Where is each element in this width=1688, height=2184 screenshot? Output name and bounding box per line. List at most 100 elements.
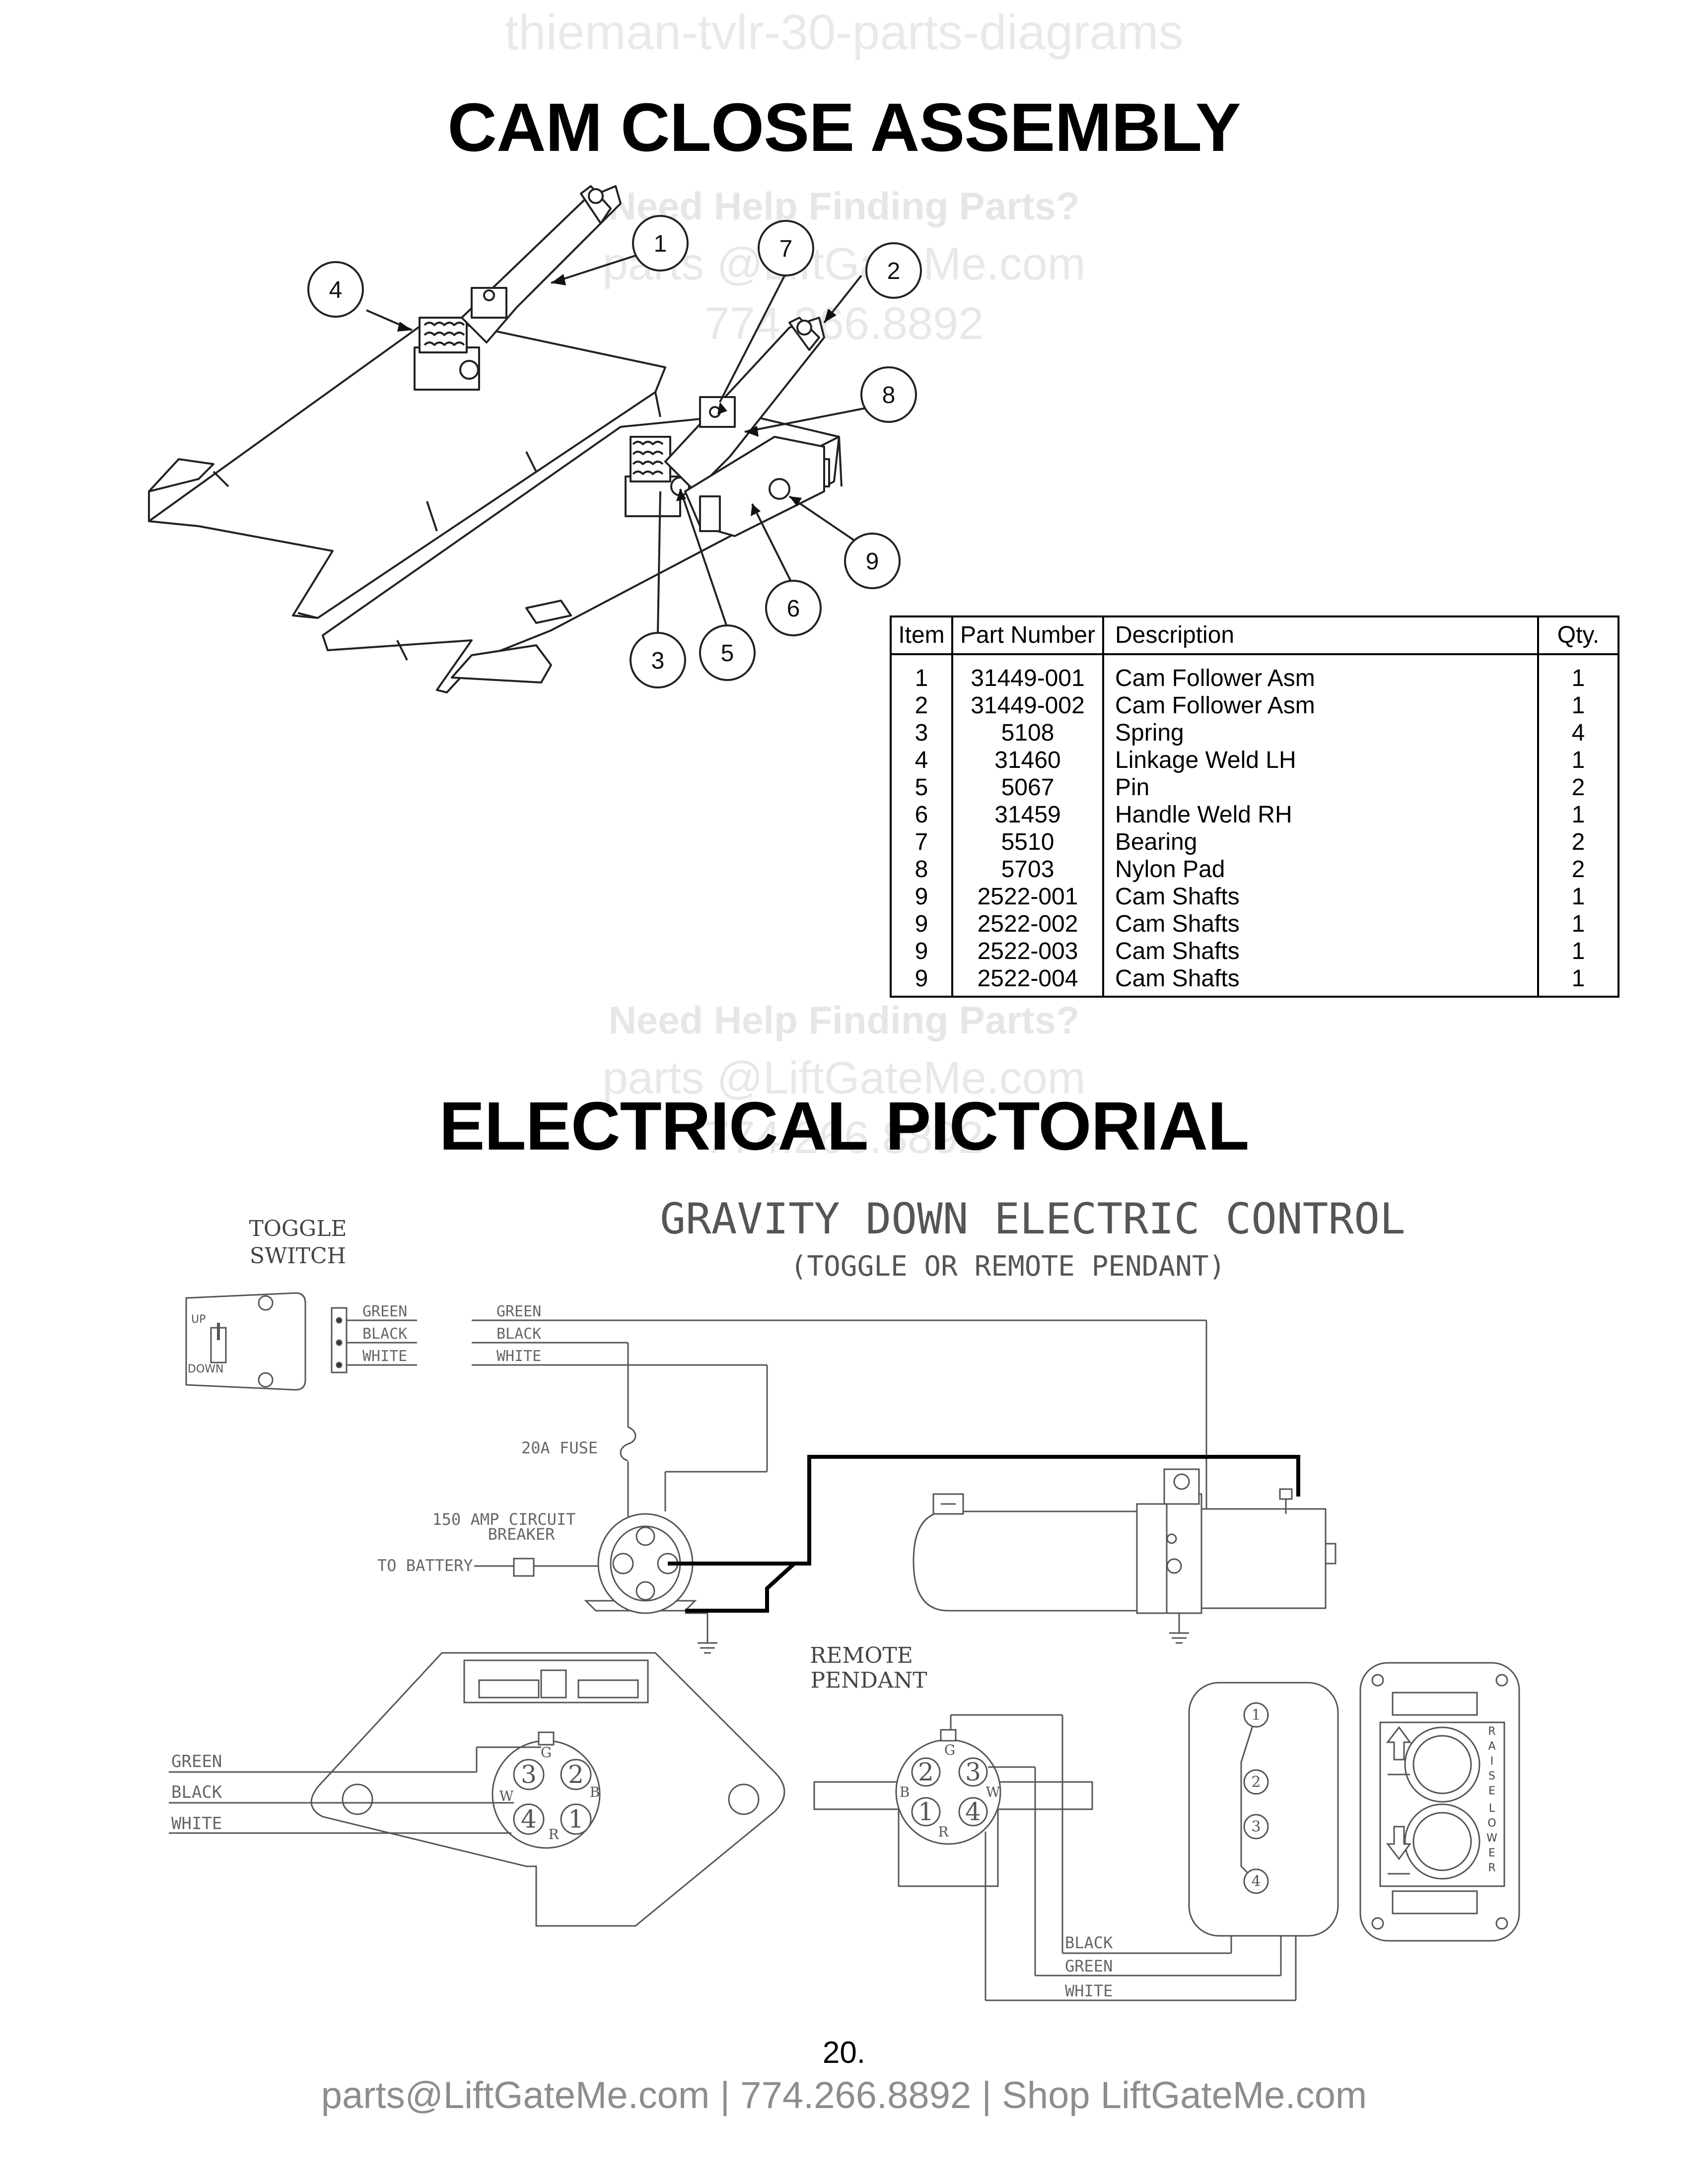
socket-letter-r: R [548,1826,559,1843]
fuse-label: 20A FUSE [521,1438,598,1457]
pendant-white-label: WHITE [1065,1981,1113,2000]
callout-4-label: 4 [329,277,343,303]
toggle-label-1: TOGGLE [249,1216,347,1241]
help-watermark: Need Help Finding Parts? [608,184,1080,228]
parts-row-desc: Handle Weld RH [1115,802,1292,828]
col-divider [1102,617,1104,996]
parts-table-header [892,617,1618,655]
plug-letter-w: W [986,1784,1000,1800]
page-number: 20. [822,2036,866,2070]
site-watermark: thieman-tvlr-30-parts-diagrams [504,4,1184,60]
parts-row-qty: 1 [1571,911,1585,937]
parts-row-part: 31449-001 [971,665,1085,691]
plug-pin-2: 2 [918,1758,934,1786]
parts-row-item: 9 [914,911,928,937]
header-description: Description [1115,622,1235,648]
raise-letter: S [1488,1770,1495,1782]
main-black-label: BLACK [496,1325,541,1343]
parts-row-desc: Cam Shafts [1115,965,1240,992]
socket-letter-g: G [541,1744,552,1761]
callout-5 [699,624,756,681]
pendant-green-label: GREEN [1065,1957,1113,1976]
parts-row-part: 2522-001 [977,884,1078,910]
lower-letter: E [1488,1847,1495,1859]
plug-letter-g: G [944,1742,955,1758]
electrical-pictorial-title: ELECTRICAL PICTORIAL [439,1088,1250,1164]
raise-letter: A [1488,1740,1495,1753]
parts-row-qty: 2 [1571,856,1585,883]
parts-row-desc: Linkage Weld LH [1115,747,1296,773]
parts-row-desc: Spring [1115,720,1184,746]
parts-row-part: 31449-002 [971,692,1085,719]
callout-6 [765,580,822,636]
parts-row-qty: 1 [1571,884,1585,910]
socket-green-label: GREEN [171,1752,222,1772]
callout-9-label: 9 [866,548,879,575]
power-unit-tank [913,1510,1138,1612]
callout-8 [860,366,917,423]
toggle-switch [185,1292,306,1391]
parts-row-part: 2522-004 [977,965,1078,992]
raise-letter: E [1488,1785,1495,1797]
parts-row-desc: Cam Shafts [1115,884,1240,910]
lower-letter: W [1486,1832,1497,1844]
cam-assembly-drawing [148,185,872,693]
parts-row-part: 5067 [1001,774,1055,801]
pendant-enclosure [1188,1682,1339,1937]
parts-row-item: 5 [914,774,928,801]
toggle-black-label: BLACK [362,1325,407,1343]
parts-row-item: 9 [914,938,928,964]
parts-row-desc: Cam Follower Asm [1115,692,1315,719]
parts-row-qty: 2 [1571,774,1585,801]
toggle-green-label: GREEN [362,1303,407,1320]
parts-row-part: 5108 [1001,720,1055,746]
callout-8-label: 8 [882,382,896,409]
pendant-pin-2: 2 [1251,1774,1261,1791]
remote-label-1: REMOTE [810,1643,913,1668]
parts-row-item: 9 [914,884,928,910]
power-unit-motor [1200,1508,1327,1609]
raise-letter: R [1488,1725,1495,1738]
parts-row-item: 9 [914,965,928,992]
callout-5-label: 5 [721,640,734,667]
callout-2 [865,242,922,299]
remote-label-2: PENDANT [810,1668,927,1693]
callout-4 [307,261,364,318]
pendant-black-label: BLACK [1065,1933,1113,1952]
parts-row-part: 2522-003 [977,938,1078,964]
callout-9 [844,533,901,589]
plug-pin-3: 3 [965,1758,981,1786]
parts-row-desc: Pin [1115,774,1150,801]
parts-row-item: 6 [914,802,928,828]
parts-row-item: 7 [914,829,928,855]
socket-pin-4: 4 [521,1805,537,1834]
socket-black-label: BLACK [171,1782,222,1802]
parts-row-desc: Cam Shafts [1115,938,1240,964]
email-watermark-2: parts @LiftGateMe.com [602,1053,1086,1103]
main-white-label: WHITE [496,1348,541,1365]
header-part-number: Part Number [960,622,1096,648]
parts-row-desc: Cam Shafts [1115,911,1240,937]
callout-6-label: 6 [787,596,800,622]
parts-row-desc: Bearing [1115,829,1197,855]
parts-row-qty: 1 [1571,665,1585,691]
pendant-pin-1: 1 [1251,1706,1261,1724]
parts-row-desc: Nylon Pad [1115,856,1225,883]
plug-letter-b: B [900,1784,910,1800]
raise-letter: I [1490,1755,1494,1768]
lower-letter: R [1488,1862,1495,1874]
cam-close-assembly-title: CAM CLOSE ASSEMBLY [447,89,1241,166]
help-watermark-2: Need Help Finding Parts? [608,998,1080,1042]
callout-3-label: 3 [651,648,665,674]
breaker-label-1: 150 AMP CIRCUIT [432,1510,576,1529]
header-item: Item [898,622,945,648]
col-divider [951,617,953,996]
parts-row-qty: 2 [1571,829,1585,855]
toggle-up-label: UP [191,1313,206,1326]
toggle-white-label: WHITE [362,1348,407,1365]
breaker-label-2: BREAKER [488,1525,556,1544]
socket-pin-2: 2 [568,1760,584,1789]
parts-row-item: 8 [914,856,928,883]
